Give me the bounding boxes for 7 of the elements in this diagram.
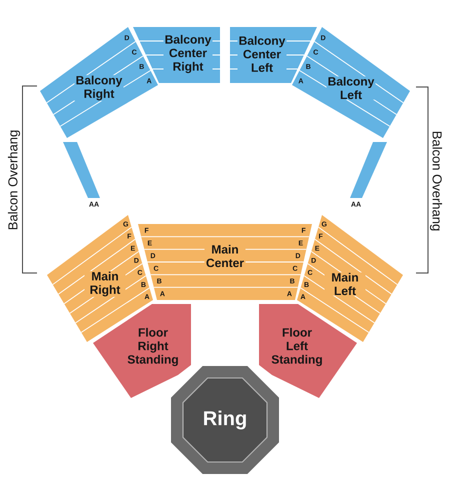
bracket-label: Balcon Overhang (430, 132, 442, 230)
standing-section: Floor Right Standing (93, 304, 191, 398)
node-label: Balcony Center Right (165, 34, 212, 74)
bracket-label: Balcon Overhang (8, 130, 20, 230)
ring-octagon: Ring (171, 366, 279, 474)
standing-section: Floor Left Standing (259, 304, 357, 398)
node-label: Balcony Center Left (239, 36, 286, 72)
